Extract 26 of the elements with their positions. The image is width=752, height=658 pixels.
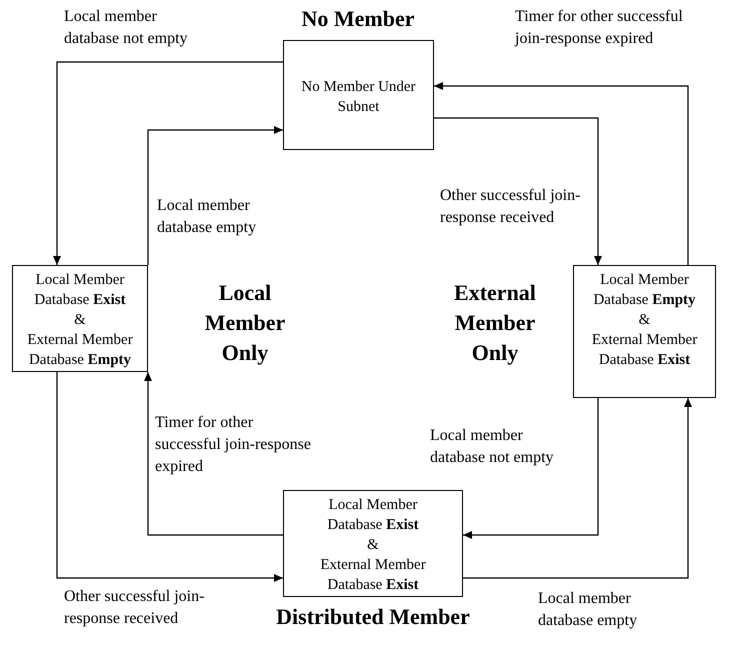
state-text: External Member Database Exist xyxy=(590,331,698,370)
arrow xyxy=(144,372,283,536)
state-box xyxy=(12,265,148,372)
arrow xyxy=(434,82,689,265)
state-heading: External Member Only xyxy=(453,279,537,367)
arrow xyxy=(463,398,692,579)
arrow xyxy=(434,117,602,265)
state-text: Local Member Database Exist xyxy=(326,496,420,535)
state-heading: Local Member Only xyxy=(204,279,286,367)
arrow xyxy=(147,126,283,265)
state-box xyxy=(573,265,716,398)
state-text: External Member Database Exist xyxy=(319,556,427,595)
arrow xyxy=(56,372,283,582)
arrow xyxy=(463,398,599,539)
state-heading: No Member xyxy=(300,5,416,33)
state-text: Local Member Database Exist xyxy=(33,271,127,310)
state-text: & xyxy=(74,311,86,330)
state-text: No Member Under Subnet xyxy=(300,78,417,117)
state-heading: Distributed Member xyxy=(275,603,471,631)
arrow xyxy=(53,61,283,265)
state-box xyxy=(283,40,434,150)
state-box xyxy=(283,490,463,597)
state-text: & xyxy=(638,311,650,330)
state-text: Local Member Database Empty xyxy=(592,271,697,310)
state-text: & xyxy=(367,536,379,555)
state-text: External Member Database Empty xyxy=(26,331,134,370)
